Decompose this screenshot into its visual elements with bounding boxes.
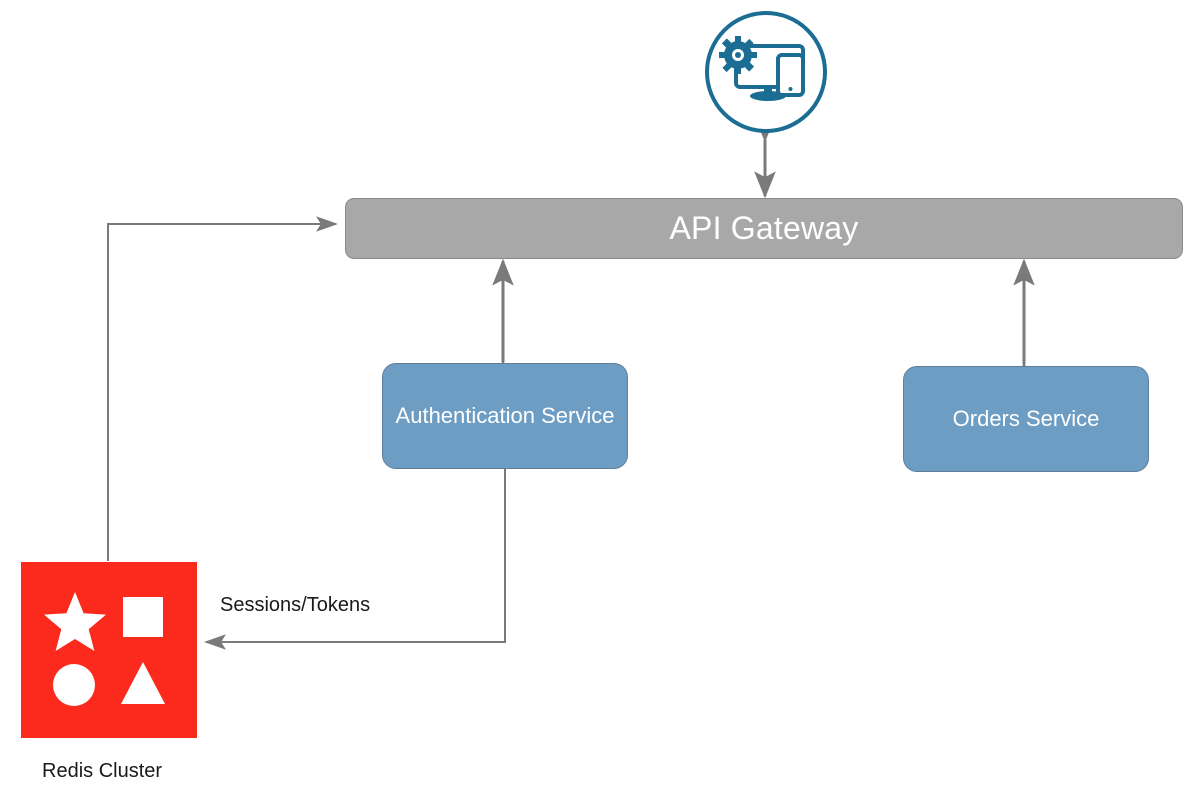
client-circle-outline xyxy=(705,11,827,133)
node-client[interactable] xyxy=(705,11,827,133)
api-gateway-label: API Gateway xyxy=(669,209,859,246)
authentication-service-label: Authentication Service xyxy=(395,403,615,429)
edge-redis-gateway xyxy=(107,216,338,561)
star-icon xyxy=(44,592,106,651)
devices-gear-icon xyxy=(719,36,805,101)
redis-cluster-caption: Redis Cluster xyxy=(42,760,163,782)
redis-shape-glyphs xyxy=(44,592,165,706)
edge-label-sessions-tokens: Sessions/Tokens xyxy=(220,594,371,616)
triangle-icon xyxy=(121,662,165,704)
node-api-gateway[interactable]: API Gateway xyxy=(345,198,1183,259)
redis-box xyxy=(21,562,197,738)
orders-service-label: Orders Service xyxy=(952,406,1100,432)
node-orders-service[interactable]: Orders Service xyxy=(903,366,1149,472)
square-icon xyxy=(123,597,163,637)
node-authentication-service[interactable]: Authentication Service xyxy=(382,363,628,469)
circle-icon xyxy=(53,664,95,706)
node-redis-cluster[interactable] xyxy=(21,562,197,738)
